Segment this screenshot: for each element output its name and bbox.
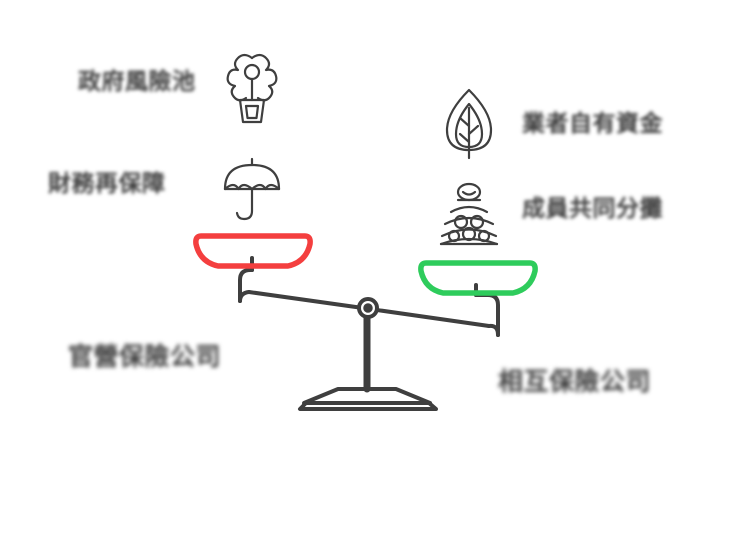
- leaf-icon: [443, 86, 495, 162]
- right-company-label: 相互保險公司: [498, 367, 652, 396]
- right-pan: [418, 260, 538, 296]
- right-item-label-0: 業者自有資金: [522, 111, 663, 137]
- beehive-icon: [434, 182, 504, 250]
- left-company-label: 官營保險公司: [68, 342, 222, 371]
- potted-flower-icon: [222, 50, 282, 130]
- left-pan: [193, 233, 313, 269]
- right-item-label-1: 成員共同分攤: [522, 196, 663, 222]
- umbrella-icon: [221, 155, 283, 225]
- left-item-label-1: 財務再保障: [48, 171, 166, 197]
- left-item-label-0: 政府風險池: [78, 69, 196, 95]
